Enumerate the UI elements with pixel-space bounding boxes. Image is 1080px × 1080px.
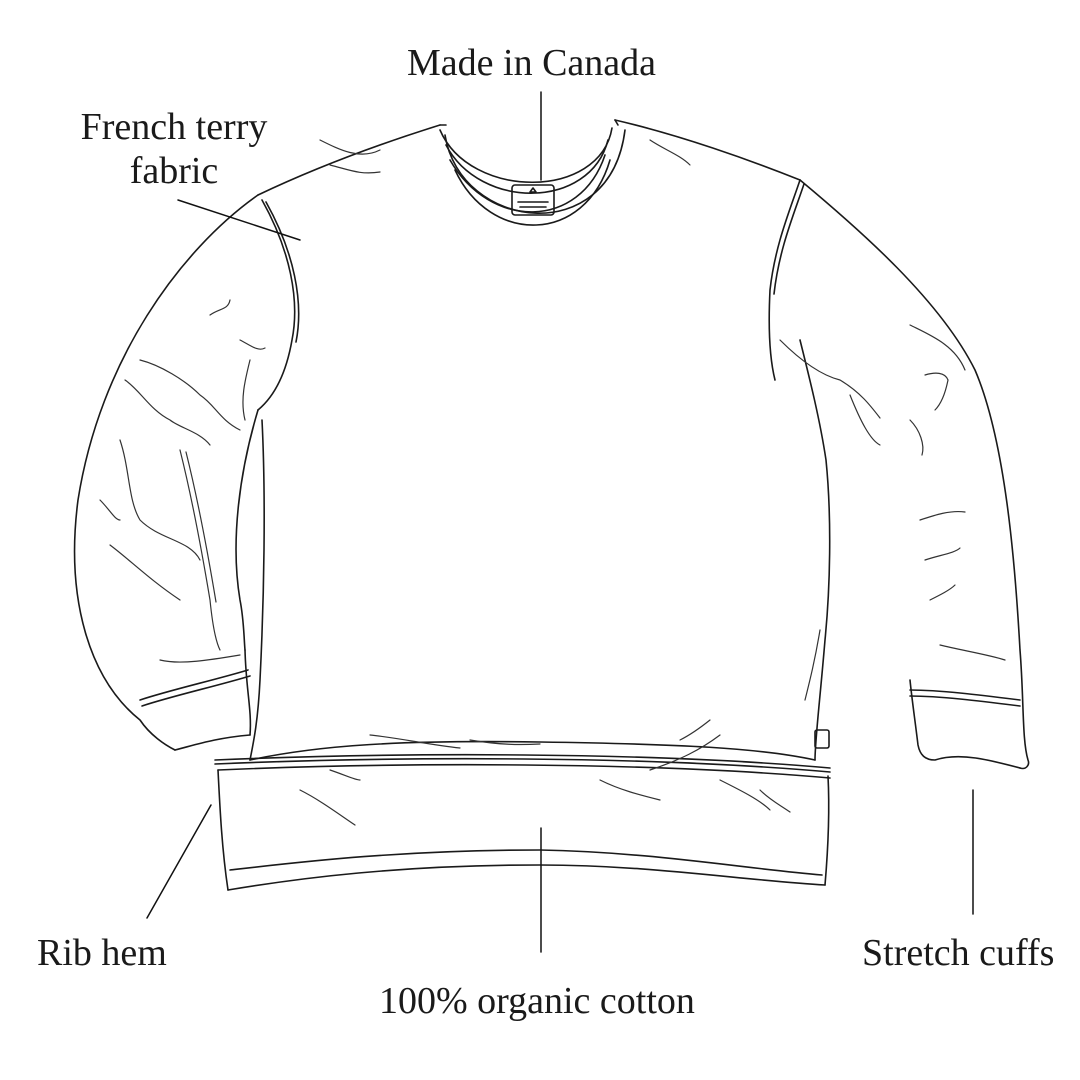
leader-french-terry <box>177 199 301 241</box>
callout-text-line1: French terry <box>80 106 268 148</box>
callout-text: Stretch cuffs <box>862 932 1055 974</box>
sweatshirt-body-outline <box>73 119 1030 891</box>
callout-french-terry: French terry fabric <box>74 106 274 193</box>
neck-label <box>511 184 555 216</box>
callout-text: Made in Canada <box>407 42 657 84</box>
callout-stretch-cuffs: Stretch cuffs <box>862 932 1054 976</box>
callout-rib-hem: Rib hem <box>37 932 167 976</box>
callout-made-in-canada: Made in Canada <box>407 42 656 86</box>
fabric-wrinkles <box>99 139 1006 826</box>
callout-organic-cotton: 100% organic cotton <box>379 980 695 1024</box>
callout-text-line2: fabric <box>129 149 219 192</box>
leader-rib-hem <box>146 804 212 919</box>
callout-text: Rib hem <box>37 932 167 974</box>
callout-leader-lines <box>146 91 974 953</box>
callout-text: 100% organic cotton <box>379 980 695 1022</box>
collar-outline <box>439 119 626 226</box>
